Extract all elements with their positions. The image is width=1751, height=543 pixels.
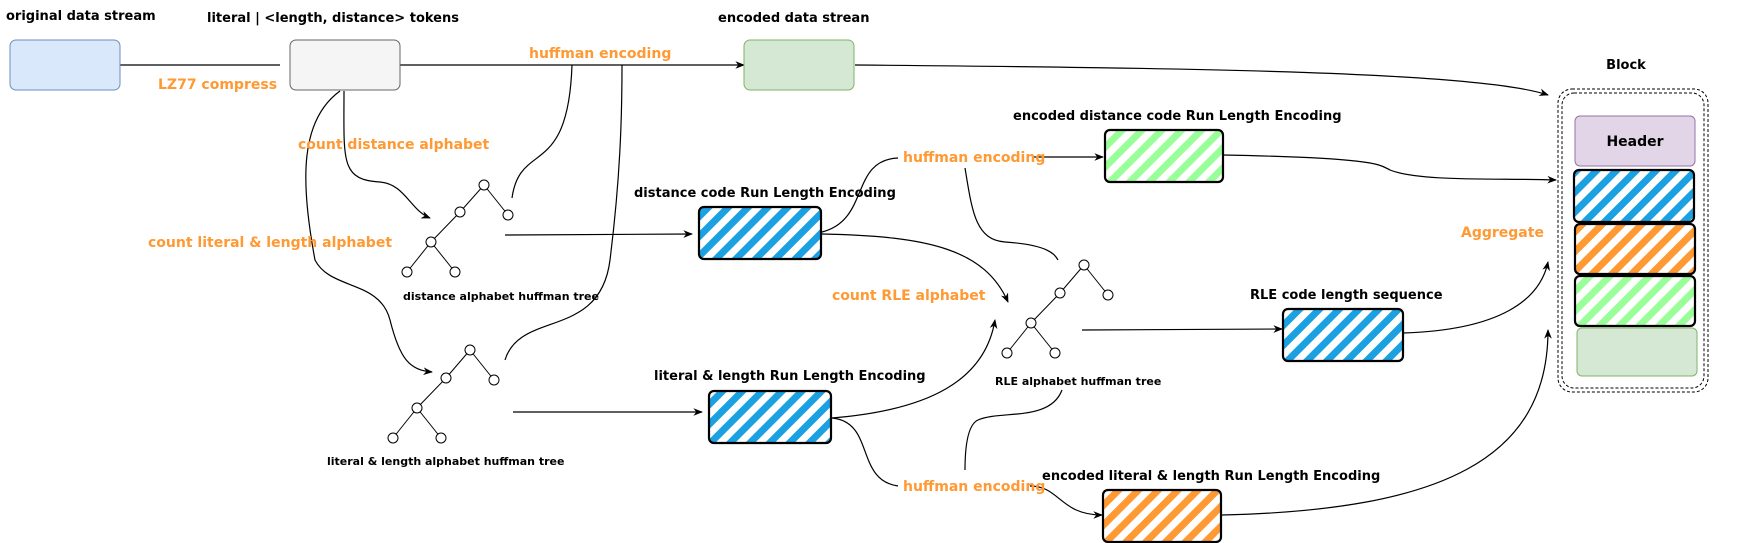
rle-sequence-box [1281,307,1405,363]
block-segment-orange [1573,222,1697,276]
edge-distance-tree-to-huffman [511,64,573,199]
block-segment-green [1573,274,1697,328]
encoded-distance-rle-box [1103,128,1225,184]
label-rle-sequence: RLE code length sequence [1250,288,1443,303]
label-encoded-literal-rle: encoded literal & length Run Length Enco… [1042,469,1380,484]
edge-count-distance [343,90,431,219]
edge-literal-rle-to-rle-tree [831,319,998,419]
label-count-distance: count distance alphabet [298,137,490,153]
label-distance-tree: distance alphabet huffman tree [403,290,599,303]
edge-encoded-distance-to-block [1222,154,1557,184]
label-huffman-top: huffman encoding [529,46,671,62]
label-rle-tree: RLE alphabet huffman tree [995,375,1161,388]
edge-encoded-literal-to-block [1221,329,1552,516]
edge-huffman-mid-to-rle-tree [964,167,1059,261]
label-distance-rle: distance code Run Length Encoding [634,186,896,201]
label-original-stream: original data stream [6,9,156,24]
literal-tree-icon [387,344,500,444]
label-huffman-bottom: huffman encoding [903,479,1045,495]
encoded-literal-rle-box [1101,488,1223,543]
label-header: Header [1606,134,1663,150]
edge-rle-sequence-to-block [1402,261,1550,334]
label-literal-rle: literal & length Run Length Encoding [654,369,926,384]
edge-count-literal [305,90,433,376]
label-lz77: LZ77 compress [158,77,277,93]
label-aggregate: Aggregate [1461,225,1544,241]
original-stream-box [9,39,121,91]
edge-distance-tree-to-rle [504,230,693,238]
edges [120,61,1557,519]
label-literal-tree: literal & length alphabet huffman tree [327,455,564,468]
label-encoded-distance-rle: encoded distance code Run Length Encodin… [1013,109,1342,124]
block-segment-blue [1572,168,1696,224]
block-segment-plain [1576,327,1698,377]
edge-literal-rle-to-huffman-bottom [831,417,899,487]
edge-rle-tree-to-sequence [1081,325,1283,333]
block-header [1574,115,1696,167]
edge-rle-tree-to-huffman-bottom [964,389,1063,471]
label-tokens: literal | <length, distance> tokens [207,11,459,26]
distance-rle-box [697,205,823,261]
edge-distance-rle-to-rle-tree [821,233,1009,303]
tokens-box [289,39,401,91]
edge-huffman-to-encoded-literal [1029,485,1103,519]
label-huffman-mid: huffman encoding [903,150,1045,166]
edge-encoded-to-block [854,64,1549,96]
label-count-literal: count literal & length alphabet [148,235,392,251]
rle-tree-icon [1001,259,1114,359]
label-block: Block [1606,58,1646,73]
edge-literal-tree-to-huffman [504,64,623,361]
literal-rle-box [707,389,833,445]
distance-tree-icon [401,179,514,278]
label-encoded-stream: encoded data strean [718,11,869,26]
block-container [1557,88,1709,393]
label-count-rle: count RLE alphabet [832,288,986,304]
edge-distance-rle-to-huffman [821,157,899,233]
encoded-stream-box [743,39,855,91]
